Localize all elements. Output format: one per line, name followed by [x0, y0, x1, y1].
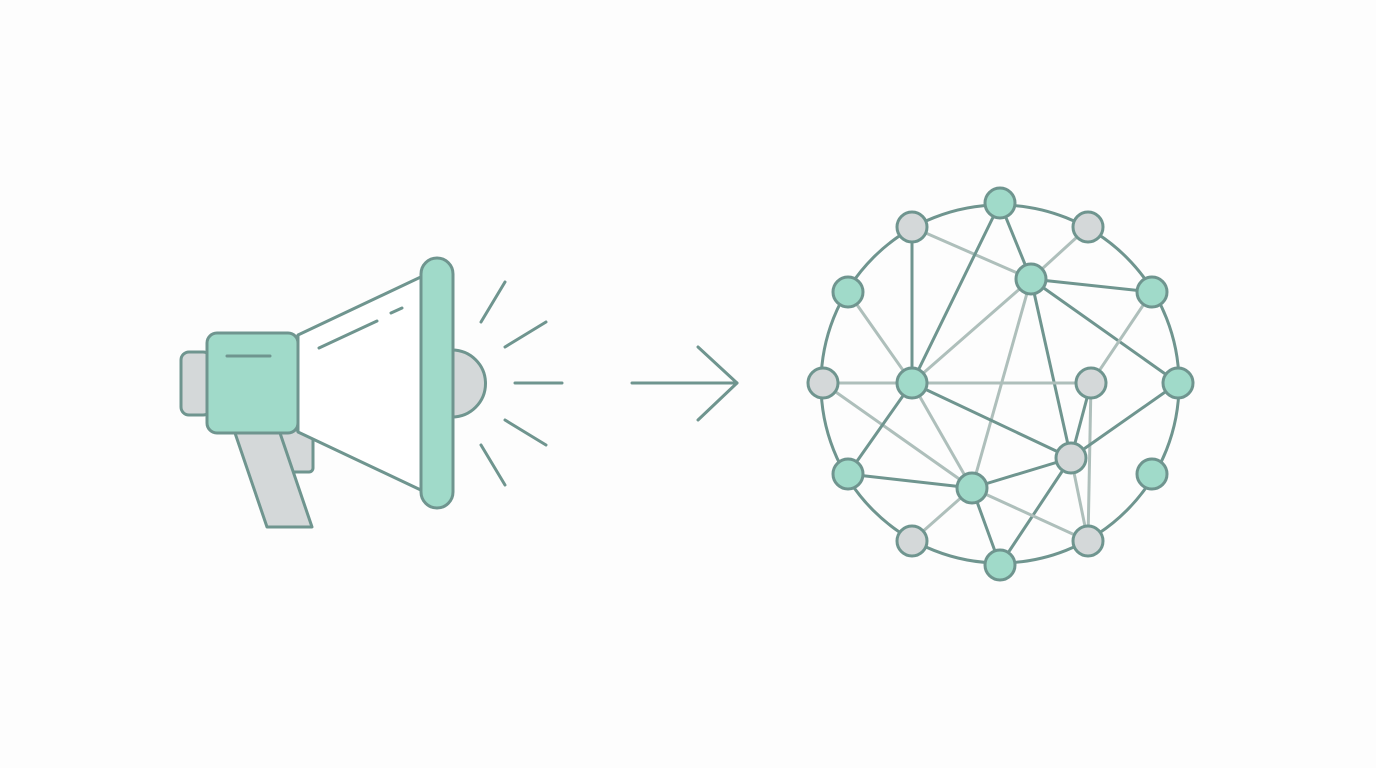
network-node: [1074, 366, 1108, 400]
arrow-right-icon: [630, 345, 739, 422]
network-edge: [847, 472, 973, 490]
network-edge: [971, 486, 1089, 543]
network-graph-icon: [806, 186, 1195, 582]
network-edge: [846, 291, 914, 384]
network-node: [1135, 457, 1169, 491]
network-edge: [1030, 277, 1179, 385]
network-node: [1071, 524, 1105, 558]
network-node: [1054, 441, 1088, 475]
network-edge: [1089, 291, 1154, 384]
network-edge: [1029, 278, 1073, 459]
network-edge: [1030, 277, 1153, 294]
cone-highlight: [317, 319, 379, 350]
network-edge: [1086, 382, 1093, 542]
network-node: [895, 366, 929, 400]
network-edge: [998, 457, 1073, 566]
network-node: [983, 548, 1017, 582]
network-edge: [910, 202, 1002, 384]
megaphone-body: [205, 331, 300, 435]
network-node: [1135, 275, 1169, 309]
network-edge: [846, 382, 914, 475]
network-edge: [971, 456, 1072, 490]
network-node: [1161, 366, 1195, 400]
network-edge: [911, 277, 1032, 385]
network-node: [831, 457, 865, 491]
megaphone-cone: [296, 273, 427, 494]
megaphone-icon: [179, 256, 564, 529]
network-node: [895, 210, 929, 244]
network-node: [806, 366, 840, 400]
network-node: [1071, 210, 1105, 244]
sound-rays-icon: [479, 280, 564, 487]
network-node: [1014, 262, 1048, 296]
network-edge: [1070, 381, 1179, 460]
megaphone-dome: [450, 348, 487, 419]
network-node: [983, 186, 1017, 220]
network-edge: [911, 225, 1032, 281]
network-node: [895, 524, 929, 558]
network-edge: [822, 381, 973, 490]
cone-highlight: [389, 306, 404, 315]
network-edge: [911, 381, 1072, 460]
network-node: [955, 471, 989, 505]
megaphone-rim: [419, 256, 455, 510]
network-node: [831, 275, 865, 309]
network-edge: [910, 382, 974, 489]
